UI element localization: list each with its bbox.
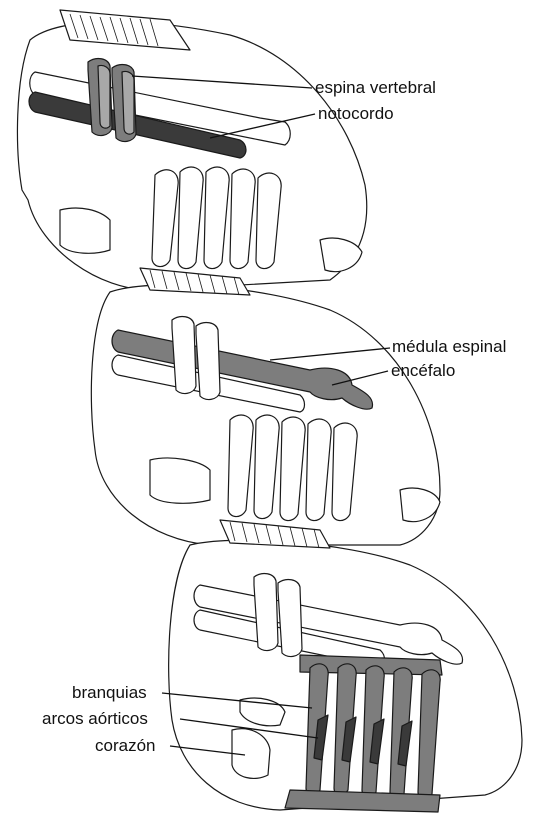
label-corazon: corazón [95,736,155,755]
panel-middle [91,268,440,545]
label-notocordo: notocordo [318,104,394,123]
panel-top [17,10,366,290]
label-espina-vertebral: espina vertebral [315,78,436,97]
label-medula-espinal: médula espinal [392,337,506,356]
label-arcos-aorticos: arcos aórticos [42,709,148,728]
panel-bottom [169,520,522,812]
label-encefalo: encéfalo [391,361,455,380]
label-branquias: branquias [72,683,147,702]
